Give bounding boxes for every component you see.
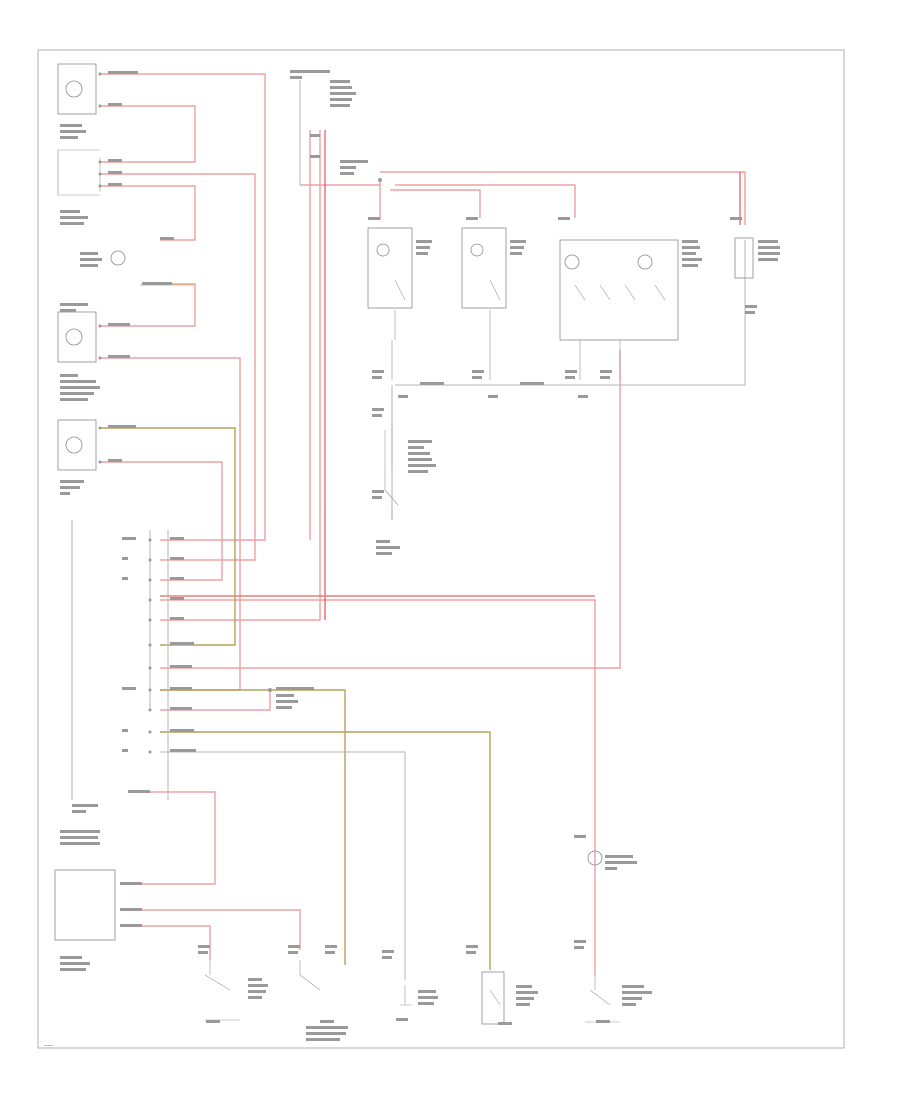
red-wires: [100, 73, 746, 975]
lamp-box-2: [57, 311, 97, 363]
wire-fuse-top: [160, 130, 321, 621]
wire-main-right: [380, 171, 746, 225]
wire-top-1: [100, 73, 266, 541]
wire-tan-1: [100, 427, 236, 646]
wire-mid-1: [100, 173, 256, 561]
diagram-frame: [37, 49, 845, 1049]
wire-courtesy: [100, 283, 196, 327]
switch-right-door: [461, 227, 507, 309]
bottom-switches: [204, 850, 620, 1025]
footer-code: -----: [44, 1043, 53, 1049]
connector-pins: [98, 72, 382, 754]
wire-trunk: [100, 461, 223, 581]
switch-left-door: [367, 227, 413, 309]
control-unit: [384, 420, 399, 520]
wire-tan-2: [160, 689, 346, 965]
wire-courtesy-out: [120, 791, 216, 885]
wire-stepkey: [100, 357, 241, 691]
wire-key: [160, 690, 271, 711]
wire-mid-2: [100, 185, 196, 241]
wire-to-door: [390, 189, 481, 218]
wire-door-1: [120, 909, 301, 950]
lamp-icon-4: [110, 250, 126, 266]
wire-tan-3: [160, 731, 491, 970]
lamp-box-1: [57, 63, 97, 115]
door-switches-top: [367, 227, 754, 380]
tan-wires: [100, 427, 491, 970]
sunroof-switch: [734, 237, 754, 279]
wire-to-map: [395, 184, 576, 218]
switch-box-bottom: [54, 869, 116, 941]
lamp-box-3: [57, 419, 97, 471]
wire-door-2: [120, 925, 211, 960]
strong-red-wires: [160, 130, 741, 620]
annotation-marks: [60, 70, 780, 1041]
courtesy-lamp-icon: [587, 850, 603, 866]
map-light-assembly: [559, 239, 679, 341]
lamp-icon-3: [65, 436, 83, 454]
lamp-icon-1: [65, 80, 83, 98]
left-components: [54, 63, 126, 941]
grey-wires: [57, 80, 746, 980]
lamp-icon-2: [65, 328, 83, 346]
wire-right-run: [160, 599, 596, 975]
wire-top-2: [100, 105, 196, 163]
wire-map-return: [160, 350, 621, 669]
left-door-switch-bottom: [481, 971, 505, 1025]
